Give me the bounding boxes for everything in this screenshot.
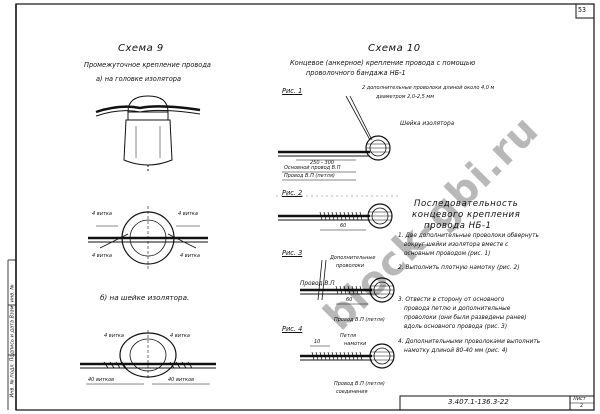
scheme10-title: Схема 10 — [368, 43, 421, 54]
scheme9-neck-view — [80, 330, 216, 385]
scheme9-part-a: а) на головке изолятора — [96, 75, 182, 83]
label-4vitka-mid: 4 витка — [92, 253, 112, 259]
fig3-drawing — [300, 259, 395, 305]
fig1-neck: Шейка изолятора — [400, 121, 455, 127]
sequence-title-1: Последовательность — [414, 199, 519, 209]
fig4-drawing — [300, 343, 395, 369]
step2: 2. Выполнить плотную намотку (рис. 2) — [398, 265, 520, 271]
label-40vitkov-left: 40 витков — [88, 377, 115, 383]
fig1-dim: 250 - 300 — [310, 160, 335, 166]
fig2-label: Рис. 2 — [282, 189, 303, 197]
label-4vitka-left: 4 витка — [92, 211, 112, 217]
fig4-label: Рис. 4 — [282, 325, 303, 333]
doc-code: 3.407.1-136.3-22 — [448, 398, 509, 406]
step3-line3: проволоки (они были разведены ранее) — [404, 315, 527, 321]
page-number-box — [575, 3, 595, 19]
fig4-joint: соединения — [336, 389, 368, 395]
step3-line4: вдоль основного провода (рис. 3) — [404, 324, 508, 330]
fig1-drawing — [278, 95, 391, 181]
scheme10-subtitle-2: проволочного бандажа НБ-1 — [306, 69, 406, 77]
fig4-loop-2: намотки — [344, 341, 367, 347]
fig1-note-2: диаметром 2,0-2,5 мм — [376, 94, 434, 100]
scheme9-insulator-head — [95, 95, 201, 172]
scheme10-subtitle-1: Концевое (анкерное) крепление провода с … — [290, 59, 476, 67]
step4-line1: 4. Дополнительными проволоками выполнить — [398, 339, 541, 345]
fig3-extra-2: проволоки — [336, 263, 365, 269]
step3-line2: провода петлю и дополнительные — [404, 306, 511, 312]
label-4vitka-right: 4 витка — [178, 211, 198, 217]
fig4-loop-1: Петля — [340, 333, 356, 339]
step3-line1: 3. Отвести в сторону от основного — [398, 297, 505, 303]
step1-line2: вокруг шейки изолятора вместе с — [404, 242, 509, 248]
step4-line2: намотку длиной 80-40 мм (рис. 4) — [404, 348, 508, 354]
fig3-label: Рис. 3 — [282, 249, 303, 257]
label-40vitkov-right: 40 витков — [168, 377, 195, 383]
step1-line3: основным проводом (рис. 1) — [404, 251, 491, 257]
sheet-number: 2 — [580, 403, 584, 409]
fig4-dim: 10 — [314, 339, 321, 345]
fig3-dim: 60 — [346, 297, 353, 303]
label-4-right: 4 витка — [170, 333, 190, 339]
sheet-label: Лист — [573, 396, 586, 402]
fig3-wire: Провод В.П — [300, 281, 335, 287]
scheme9-subtitle: Промежуточное крепление провода — [84, 61, 211, 69]
fig3-extra-1: Дополнительные — [330, 255, 376, 261]
scheme9-plan-view — [88, 206, 208, 270]
fig1-wire-loop: Провод В.П (петля) — [284, 173, 335, 179]
left-margin-text: Инв. № подл. Подпись и дата Взам. инв. № — [9, 284, 16, 398]
fig2-dim: 60 — [340, 223, 347, 229]
scheme9-title: Схема 9 — [118, 43, 164, 54]
label-4vitka-right2: 4 витка — [180, 253, 200, 259]
fig2-drawing — [278, 203, 393, 231]
step1-line1: 1. Две дополнительные проволоки обвернут… — [398, 233, 539, 239]
scheme9-part-b: б) на шейке изолятора. — [100, 293, 190, 302]
page-number: 53 — [578, 6, 586, 14]
fig1-main-wire: Основной провод В.П — [284, 165, 341, 171]
sequence-title-3: провода НБ-1 — [424, 221, 492, 231]
fig1-label: Рис. 1 — [282, 87, 303, 95]
fig3-wire-loop: Провод В.П (петля) — [334, 317, 385, 323]
fig4-wire-loop: Провод В.П (петля) — [334, 381, 385, 387]
sequence-title-2: концевого крепления — [412, 210, 521, 220]
fig1-note-1: 2 дополнительные проволоки длиной около … — [362, 85, 495, 91]
label-4-left: 4 витка — [104, 333, 124, 339]
